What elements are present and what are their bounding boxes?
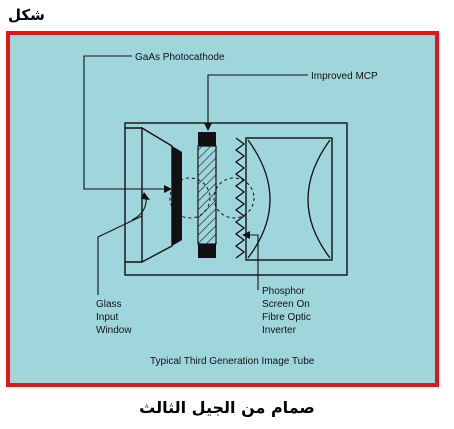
phosphor-leader-arrow <box>242 231 250 239</box>
mcp-leader <box>207 74 308 123</box>
label-phosphor-4: Inverter <box>262 325 297 336</box>
photocathode-layer <box>172 146 182 246</box>
photocathode-leader-arrow <box>164 185 172 193</box>
mcp-plate <box>197 145 217 245</box>
incoming-light-arrowhead <box>141 192 150 200</box>
figure-label: شكل <box>8 6 45 24</box>
label-glass-2: Input <box>96 312 118 323</box>
glass-leader <box>97 215 143 295</box>
figure-caption: صمام من الجيل الثالث <box>139 398 315 417</box>
inverter-curve-right <box>307 139 331 259</box>
label-phosphor-1: Phosphor <box>262 286 305 297</box>
incoming-light-arrow <box>131 195 147 221</box>
mcp-leader-arrow <box>204 123 212 131</box>
glass-input-window <box>141 126 173 264</box>
label-phosphor-2: Screen On <box>262 299 310 310</box>
diagram-title: Typical Third Generation Image Tube <box>150 356 315 367</box>
label-mcp: Improved MCP <box>311 71 378 82</box>
label-glass-3: Window <box>96 325 132 336</box>
phosphor-leader <box>250 234 259 290</box>
mcp-plate-top <box>198 132 216 146</box>
inverter-curve-left <box>247 139 271 259</box>
label-photocathode: GaAs Photocathode <box>135 52 225 63</box>
label-glass-1: Glass <box>96 299 122 310</box>
phosphor-screen <box>234 137 246 259</box>
fibre-optic-inverter <box>245 137 333 261</box>
photocathode-leader <box>83 55 165 190</box>
electron-path-left <box>169 177 211 219</box>
label-phosphor-3: Fibre Optic <box>262 312 311 323</box>
mcp-plate-bottom <box>198 244 216 258</box>
electron-path-right <box>213 177 255 219</box>
tube-housing <box>124 122 348 276</box>
diagram-panel <box>6 31 439 387</box>
